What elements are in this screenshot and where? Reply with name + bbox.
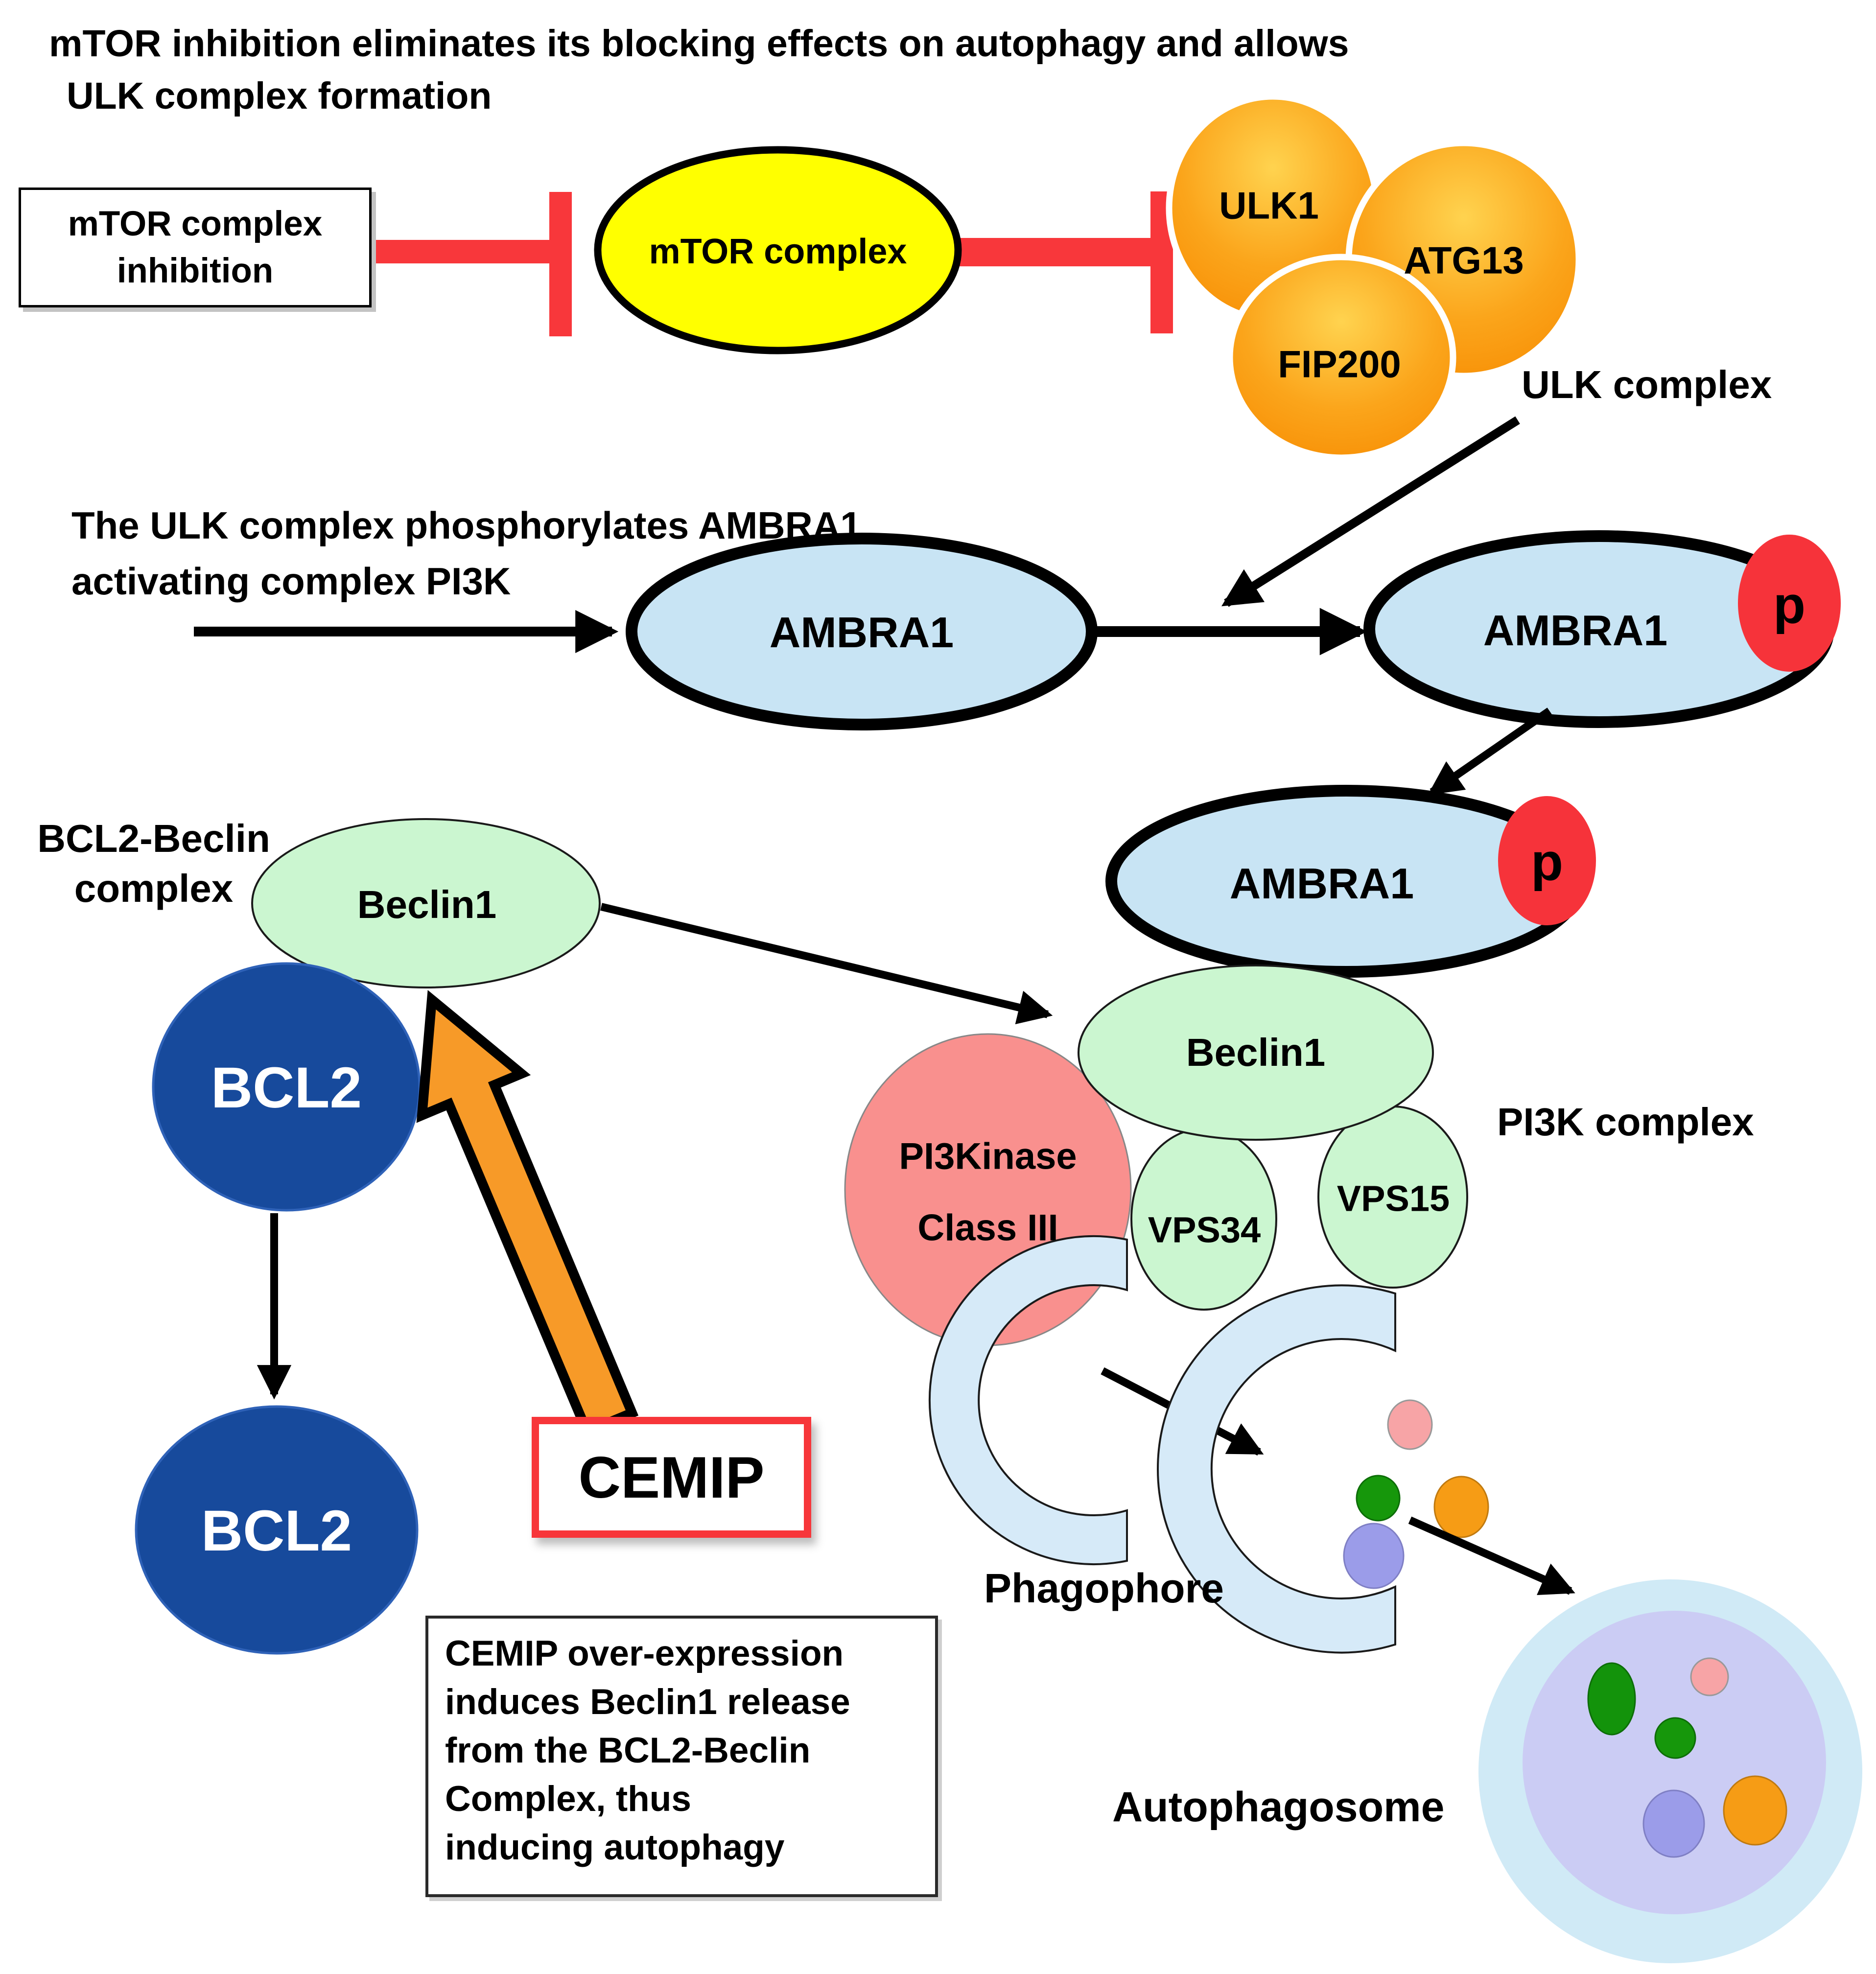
cemip-block-arrow	[416, 990, 639, 1438]
mtor-complex-label: mTOR complex	[649, 232, 907, 271]
ambra1-pi3k-label: AMBRA1	[1229, 859, 1414, 908]
phospho-p-label-2: p	[1531, 832, 1563, 892]
pi3kinase-label-line-1: PI3Kinase	[899, 1135, 1077, 1177]
inhibition-tbar-left	[549, 192, 572, 336]
autophagosome-inner-body	[1523, 1611, 1826, 1914]
fip200-label: FIP200	[1278, 342, 1401, 386]
mtor-complex-ellipse	[594, 146, 962, 354]
ulk1-label: ULK1	[1219, 184, 1319, 227]
autophagosome-pink-blob	[1690, 1657, 1729, 1696]
beclin1-bcl2-label: Beclin1	[357, 883, 497, 926]
ambra1-phospho-label: AMBRA1	[1483, 606, 1668, 655]
pi3k-complex-label: PI3K complex	[1497, 1100, 1754, 1144]
ambra1-ellipse	[626, 533, 1098, 730]
vps34-label: VPS34	[1148, 1209, 1261, 1250]
mtor-inhibition-line-2: inhibition	[117, 251, 274, 290]
autophagosome-label: Autophagosome	[1112, 1784, 1445, 1831]
ulk-complex-arrow	[1221, 416, 1520, 607]
phagophore-crescent	[928, 1235, 1128, 1565]
beclin1-bcl2-ellipse	[251, 818, 601, 988]
ulk-complex-label: ULK complex	[1522, 363, 1772, 406]
beclin1-pi3k-label: Beclin1	[1186, 1031, 1326, 1074]
autophagosome-formation-arrow	[1408, 1516, 1575, 1595]
cemip-note-text: CEMIP over-expression induces Beclin1 re…	[445, 1634, 850, 1867]
autophagosome-green-ellipse	[1587, 1662, 1636, 1736]
title-line-2: ULK complex formation	[67, 75, 492, 117]
ulk-phosphorylates-text-2: activating complex PI3K	[71, 560, 511, 603]
cargo-pink-blob	[1387, 1399, 1433, 1450]
fip200-circle	[1226, 254, 1456, 461]
autophagosome-orange-blob	[1723, 1775, 1787, 1846]
bcl2-bottom-label: BCL2	[201, 1499, 352, 1563]
ambra1-label: AMBRA1	[769, 608, 954, 657]
mtor-inhibition-box: mTOR complex inhibition	[19, 188, 372, 307]
phagophore-engulfing-crescent	[1157, 1284, 1396, 1654]
phospho-p-circle-1	[1738, 535, 1841, 672]
atg13-label: ATG13	[1404, 238, 1524, 282]
cargo-purple-blob	[1343, 1523, 1405, 1589]
cemip-note-box: CEMIP over-expression induces Beclin1 re…	[425, 1616, 938, 1897]
title-line-1: mTOR inhibition eliminates its blocking …	[49, 23, 1349, 65]
bcl2-beclin-complex-label: BCL2-Beclin complex	[37, 817, 270, 910]
cemip-label: CEMIP	[578, 1444, 765, 1510]
phagophore-label: Phagophore	[984, 1565, 1224, 1611]
autophagosome-small-green-blob	[1654, 1717, 1696, 1759]
ulk-phosphorylates-text-1: The ULK complex phosphorylates AMBRA1	[71, 504, 862, 547]
cargo-orange-blob	[1433, 1476, 1489, 1538]
autophagosome-purple-blob	[1642, 1789, 1705, 1858]
ambra1-to-pi3k-arrow	[1428, 707, 1552, 796]
pi3kinase-label-line-2: Class III	[917, 1207, 1058, 1249]
cargo-green-blob	[1356, 1475, 1401, 1522]
beclin1-pi3k-circle	[1078, 964, 1434, 1141]
inhibition-line-right	[955, 238, 1152, 266]
vps15-label: VPS15	[1337, 1178, 1450, 1219]
cemip-box: CEMIP	[532, 1417, 811, 1538]
inhibition-line-left	[367, 240, 553, 263]
phospho-p-label-1: p	[1773, 575, 1806, 634]
beclin1-release-arrow	[600, 903, 1053, 1025]
bcl2-top-label: BCL2	[211, 1056, 362, 1120]
phospho-p-circle-2	[1498, 796, 1596, 925]
bcl2-circle-bottom	[135, 1405, 419, 1655]
mtor-inhibition-line-1: mTOR complex	[68, 204, 323, 243]
